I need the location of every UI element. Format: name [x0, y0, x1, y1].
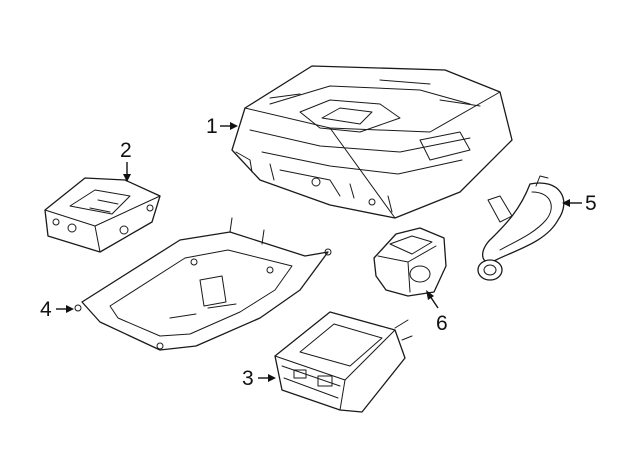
callout-3-label: 3	[242, 367, 254, 390]
callout-1-label: 1	[206, 115, 218, 138]
leader-2	[123, 162, 131, 182]
part-4-mounting-tray[interactable]	[74, 217, 332, 351]
leader-5	[562, 199, 582, 207]
leader-3	[258, 374, 276, 382]
callout-5-label: 5	[585, 192, 597, 215]
part-6-cooling-fan[interactable]	[373, 227, 447, 297]
callout-2-label: 2	[120, 139, 132, 162]
leader-6	[426, 290, 439, 309]
leader-1	[220, 122, 238, 130]
part-5-cable-harness[interactable]	[477, 175, 565, 281]
part-3-converter-module[interactable]	[274, 311, 413, 413]
part-1-battery-pack[interactable]	[231, 65, 513, 219]
leader-4	[56, 305, 74, 313]
part-2-control-module[interactable]	[44, 177, 161, 253]
callout-6-label: 6	[436, 312, 448, 335]
callout-4-label: 4	[40, 298, 52, 321]
